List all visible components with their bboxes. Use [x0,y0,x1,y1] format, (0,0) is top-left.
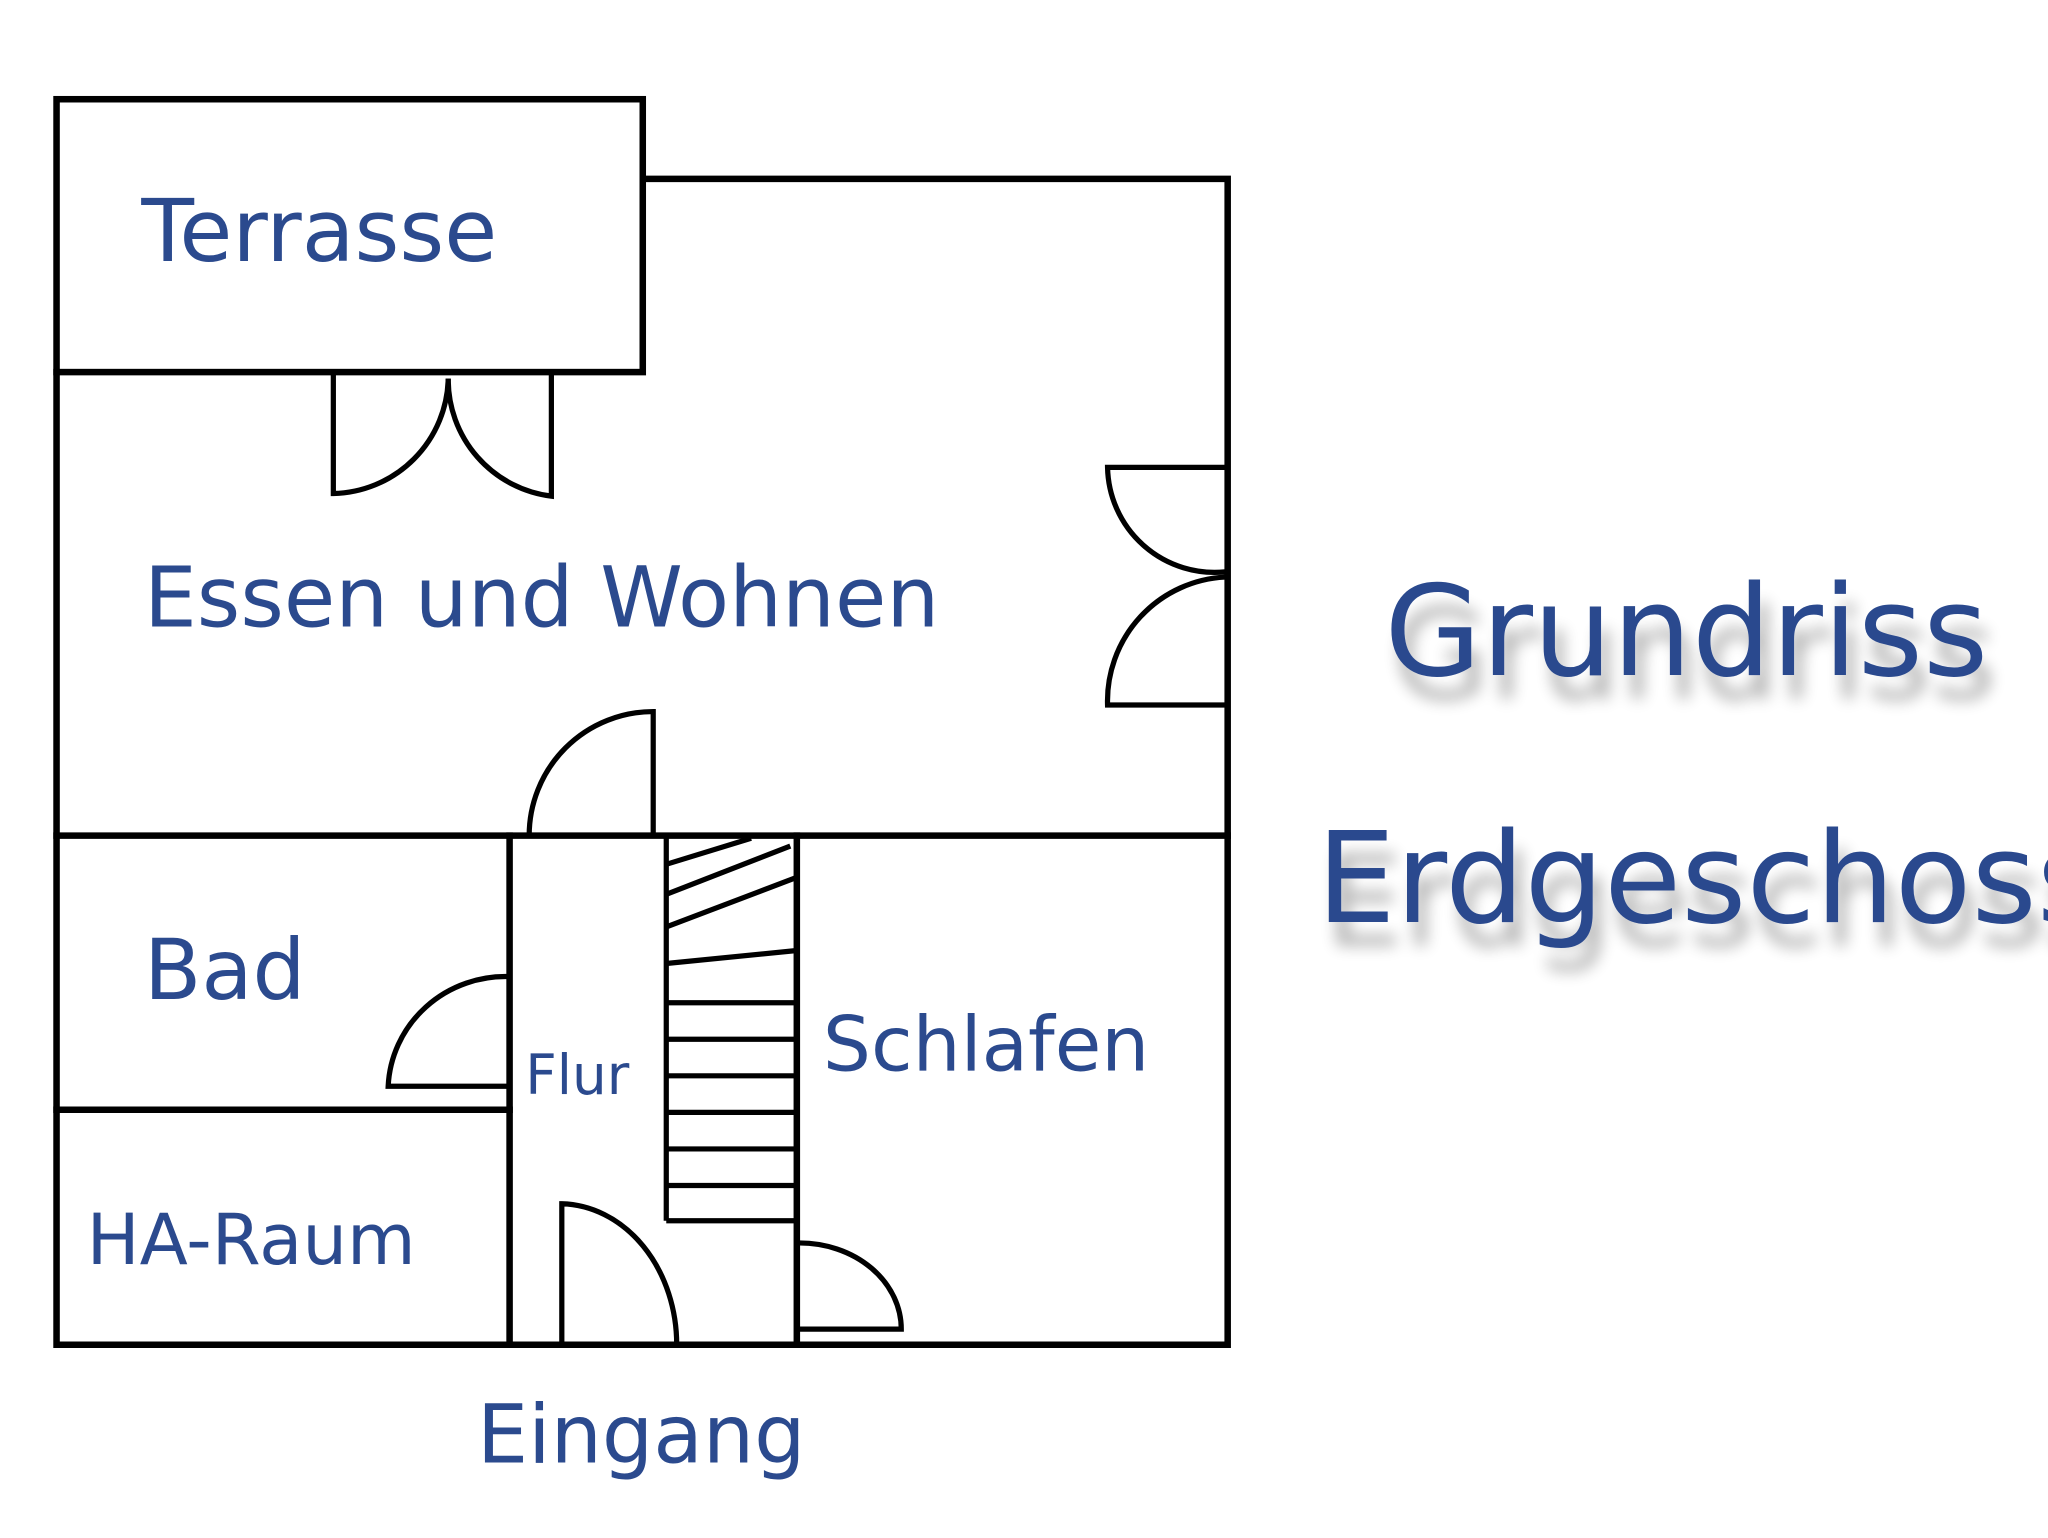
label-essen-wohnen: Essen und Wohnen [144,549,939,647]
side-door-bottom [1104,574,1226,708]
doors [330,372,1226,1345]
terrace-door-right [445,372,554,500]
bath-door [385,973,510,1089]
side-door-top [1104,464,1226,575]
title-line-2: Erdgeschoss [1316,806,2048,952]
bedroom-door [799,1240,904,1332]
house-outline [53,175,1231,1349]
label-eingang: Eingang [477,1388,806,1482]
label-bad: Bad [144,921,306,1019]
room-labels: Terrasse Essen und Wohnen Bad HA-Raum Fl… [87,182,1150,1482]
walls [53,95,1231,1349]
entrance-door [559,1201,680,1345]
label-ha-raum: HA-Raum [87,1199,416,1281]
plan-title: Grundriss Erdgeschoss [1316,559,2048,952]
staircase [663,835,798,1224]
terrace-outline [53,95,647,376]
terrace-door-left [330,372,451,497]
label-flur: Flur [525,1043,630,1107]
label-schlafen: Schlafen [823,1001,1149,1089]
label-terrasse: Terrasse [140,182,497,282]
living-door [526,708,656,836]
title-line-1: Grundriss [1384,559,1988,705]
